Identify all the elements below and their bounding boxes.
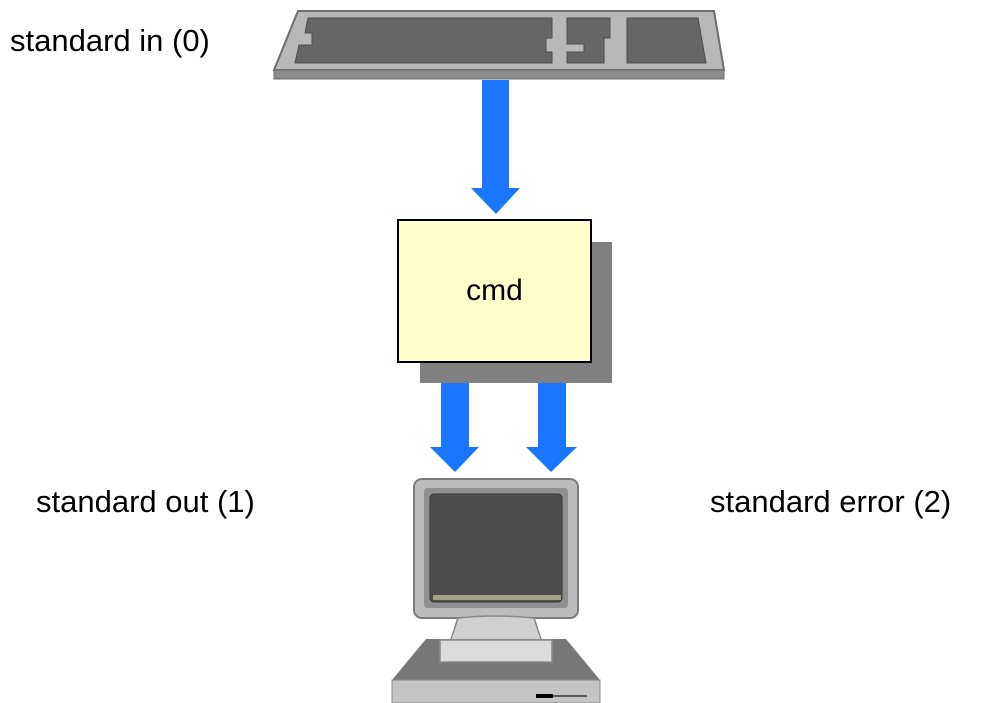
- computer-base-icon: [391, 639, 601, 703]
- stderr-arrow: [526, 383, 577, 472]
- stdout-label: standard out (1): [36, 484, 255, 519]
- stderr-label: standard error (2): [710, 484, 952, 519]
- process-name: cmd: [466, 274, 523, 307]
- stdin-arrow: [471, 80, 520, 214]
- stdout-arrow: [430, 383, 479, 472]
- keyboard-icon: [272, 10, 726, 80]
- stdin-label: standard in (0): [10, 23, 210, 58]
- process-box: [397, 219, 592, 363]
- monitor-icon: [413, 478, 579, 663]
